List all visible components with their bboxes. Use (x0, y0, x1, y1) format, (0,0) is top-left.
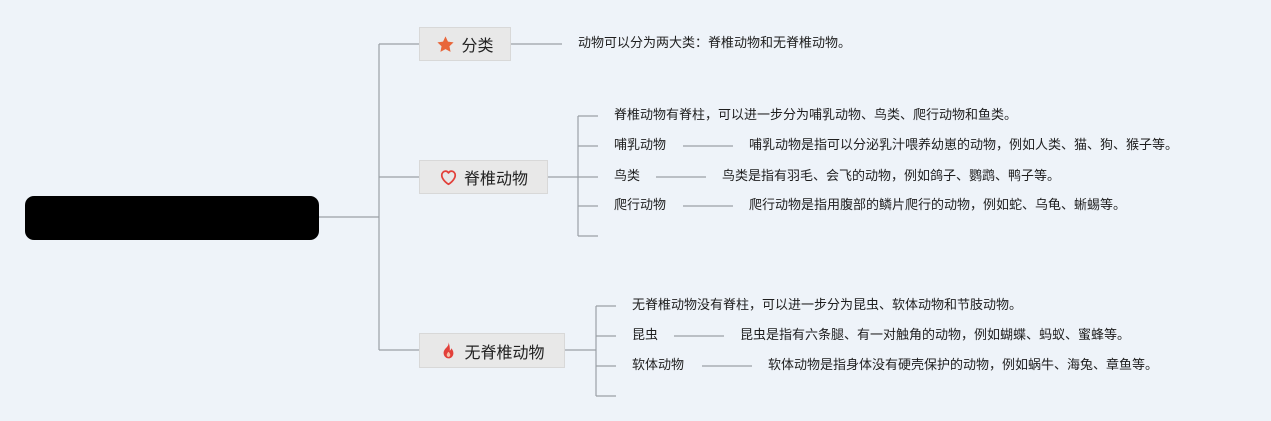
node-invertebrates-label: 无脊椎动物 (464, 342, 545, 362)
vertebrate-item-bird[interactable]: 鸟类 (614, 169, 641, 184)
fire-icon (439, 341, 458, 360)
node-classification[interactable]: 分类 (419, 27, 511, 61)
vertebrate-item-reptile[interactable]: 爬行动物 (614, 198, 667, 213)
invertebrate-item-insect[interactable]: 昆虫 (632, 328, 659, 343)
node-vertebrates[interactable]: 脊椎动物 (419, 160, 548, 194)
vertebrate-item-bird-description: 鸟类是指有羽毛、会飞的动物，例如鸽子、鹦鹉、鸭子等。 (722, 169, 1061, 184)
root-node[interactable] (25, 196, 319, 240)
node-vertebrates-label: 脊椎动物 (463, 169, 528, 188)
invertebrate-item-mollusk-description: 软体动物是指身体没有硬壳保护的动物，例如蜗牛、海兔、章鱼等。 (768, 358, 1159, 373)
vertebrate-item-mammal-description: 哺乳动物是指可以分泌乳汁喂养幼崽的动物，例如人类、猫、狗、猴子等。 (749, 138, 1179, 153)
node-classification-label: 分类 (461, 36, 494, 55)
invertebrates-summary: 无脊椎动物没有脊柱，可以进一步分为昆虫、软体动物和节肢动物。 (632, 298, 1023, 313)
vertebrate-item-reptile-description: 爬行动物是指用腹部的鳞片爬行的动物，例如蛇、乌龟、蜥蜴等。 (749, 198, 1127, 213)
invertebrate-item-mollusk[interactable]: 软体动物 (632, 358, 685, 373)
node-invertebrates[interactable]: 无脊椎动物 (419, 333, 565, 368)
classification-description: 动物可以分为两大类：脊椎动物和无脊椎动物。 (578, 36, 852, 51)
heart-icon (439, 168, 458, 187)
vertebrate-item-mammal[interactable]: 哺乳动物 (614, 138, 667, 153)
invertebrate-item-insect-description: 昆虫是指有六条腿、有一对触角的动物，例如蝴蝶、蚂蚁、蜜蜂等。 (740, 328, 1131, 343)
vertebrates-summary: 脊椎动物有脊柱，可以进一步分为哺乳动物、鸟类、爬行动物和鱼类。 (614, 108, 1018, 123)
star-icon (436, 35, 455, 54)
